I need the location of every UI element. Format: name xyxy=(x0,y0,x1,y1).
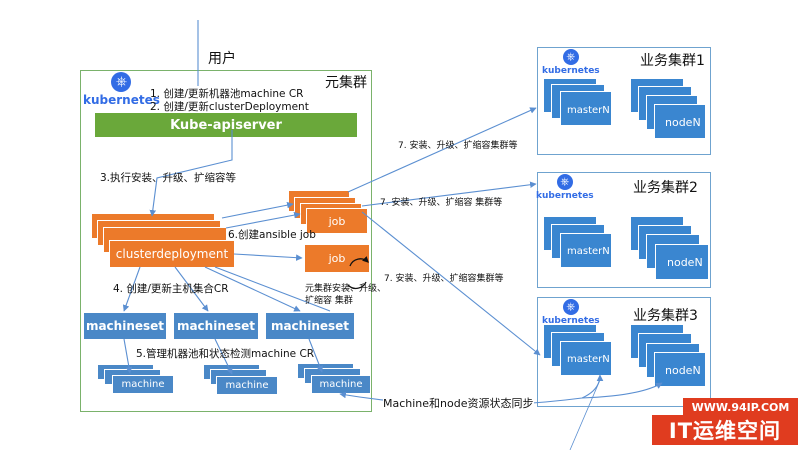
kubernetes-wordmark: kubernetes xyxy=(536,191,594,201)
biz-3-node-card: nodeN xyxy=(654,352,706,387)
kubernetes-wordmark: kubernetes xyxy=(83,93,160,107)
biz-1-node-label: nodeN xyxy=(665,116,701,129)
kubernetes-wheel-icon: ⎈ xyxy=(556,174,573,190)
edge-7-label-2: 7. 安装、升级、扩缩容 集群等 xyxy=(380,198,503,208)
biz-cluster-2-title: 业务集群2 xyxy=(633,180,698,196)
job-stack-box: job xyxy=(306,208,368,234)
edge-7-label-3: 7. 安装、升级、扩缩容集群等 xyxy=(384,274,504,284)
user-label: 用户 xyxy=(208,51,236,67)
edge-7-label-1: 7. 安装、升级、扩缩容集群等 xyxy=(398,141,518,151)
step-1-label: 1. 创建/更新机器池machine CR xyxy=(150,88,304,100)
machine-box-2: machine xyxy=(216,376,278,395)
machine-box-3: machine xyxy=(311,375,371,394)
biz-cluster-2-kubernetes-logo: ⎈ kubernetes xyxy=(536,174,594,201)
kubernetes-wordmark: kubernetes xyxy=(542,316,600,326)
biz-2-node-card: nodeN xyxy=(655,244,709,280)
sync-label: Machine和node资源状态同步 xyxy=(383,395,534,411)
biz-1-master-label: masterN xyxy=(567,105,610,116)
biz-cluster-1-kubernetes-logo: ⎈ kubernetes xyxy=(542,49,600,76)
biz-cluster-3-kubernetes-logo: ⎈ kubernetes xyxy=(542,299,600,326)
meta-cluster-title: 元集群 xyxy=(325,75,367,91)
step-4-label: 4. 创建/更新主机集合CR xyxy=(113,283,229,295)
step-2-label: 2. 创建/更新clusterDeployment xyxy=(150,101,309,113)
biz-2-master-card: masterN xyxy=(560,233,612,268)
biz-cluster-3-title: 业务集群3 xyxy=(633,308,698,324)
machine-box-1: machine xyxy=(112,375,174,394)
kubernetes-wheel-icon: ⎈ xyxy=(562,49,579,65)
step-3-label: 3.执行安装、升级、扩缩容等 xyxy=(100,172,237,184)
kubernetes-wheel-icon: ⎈ xyxy=(562,299,579,315)
machineset-box-2: machineset xyxy=(173,312,259,340)
watermark-url: WWW.94IP.COM xyxy=(683,398,798,416)
biz-3-master-card: masterN xyxy=(560,341,612,376)
biz-1-master-card: masterN xyxy=(560,91,612,126)
machineset-box-3: machineset xyxy=(265,312,355,340)
step-5-label: 5.管理机器池和状态检测machine CR xyxy=(136,348,315,360)
job-note-label: 元集群安装、升级、扩缩容 集群 xyxy=(305,284,387,306)
kube-apiserver-bar: Kube-apiserver xyxy=(95,113,357,137)
biz-3-master-label: masterN xyxy=(567,354,610,365)
kubernetes-wheel-icon: ⎈ xyxy=(111,72,132,92)
biz-cluster-1-title: 业务集群1 xyxy=(640,53,705,69)
meta-kubernetes-logo: ⎈ kubernetes xyxy=(83,72,160,107)
machineset-box-1: machineset xyxy=(83,312,167,340)
biz-2-node-label: nodeN xyxy=(667,256,703,269)
biz-1-node-card: nodeN xyxy=(654,104,706,139)
clusterdeployment-box: clusterdeployment xyxy=(109,240,235,268)
biz-2-master-label: masterN xyxy=(567,246,610,257)
job-box: job xyxy=(304,244,370,273)
biz-3-node-label: nodeN xyxy=(665,364,701,377)
step-6-label: 6.创建ansible job xyxy=(228,229,316,241)
watermark-name: IT运维空间 xyxy=(652,415,798,445)
kubernetes-wordmark: kubernetes xyxy=(542,66,600,76)
